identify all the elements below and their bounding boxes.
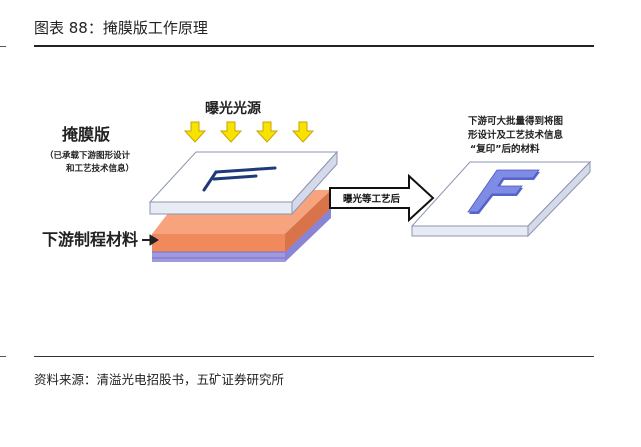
light-arrow <box>219 121 243 143</box>
bottom-rule <box>34 356 594 357</box>
mask-f-pattern <box>202 166 277 192</box>
light-arrow <box>183 121 207 143</box>
figure-source: 资料来源：清溢光电招股书，五矿证券研究所 <box>34 372 285 387</box>
mask-note-line2: 和工艺技术信息） <box>66 163 134 174</box>
result-plate <box>410 160 592 238</box>
left-tick-bottom <box>0 356 6 357</box>
downstream-label: 下游制程材料 <box>42 230 138 249</box>
process-arrow: 曝光等工艺后 <box>329 173 435 223</box>
result-plate-front <box>411 225 529 237</box>
mask-plate-front <box>149 201 293 215</box>
result-line2: 形设计及工艺技术信息 <box>468 129 564 141</box>
mask-plate <box>148 150 339 216</box>
light-arrow <box>255 121 279 143</box>
result-f-letter <box>467 169 540 214</box>
light-arrows <box>183 121 315 143</box>
light-source-label: 曝光光源 <box>205 100 261 117</box>
result-line3: “复印”后的材料 <box>470 143 540 155</box>
light-arrow <box>291 121 315 143</box>
mask-note-line1: （已承载下游图形设计 <box>45 150 131 161</box>
mask-label: 掩膜版 <box>62 125 110 144</box>
result-plate-right <box>527 160 591 238</box>
result-line1: 下游可大批量得到将图 <box>468 115 563 127</box>
top-rule <box>34 45 594 47</box>
orange-layer-right <box>285 190 331 252</box>
downstream-pointer-arrow <box>142 234 159 246</box>
mask-plate-right <box>291 150 338 216</box>
process-arrow-label: 曝光等工艺后 <box>343 193 401 205</box>
figure-title: 图表 88：掩膜版工作原理 <box>34 19 208 37</box>
left-tick-top <box>0 46 6 47</box>
orange-layer-front <box>152 234 285 252</box>
